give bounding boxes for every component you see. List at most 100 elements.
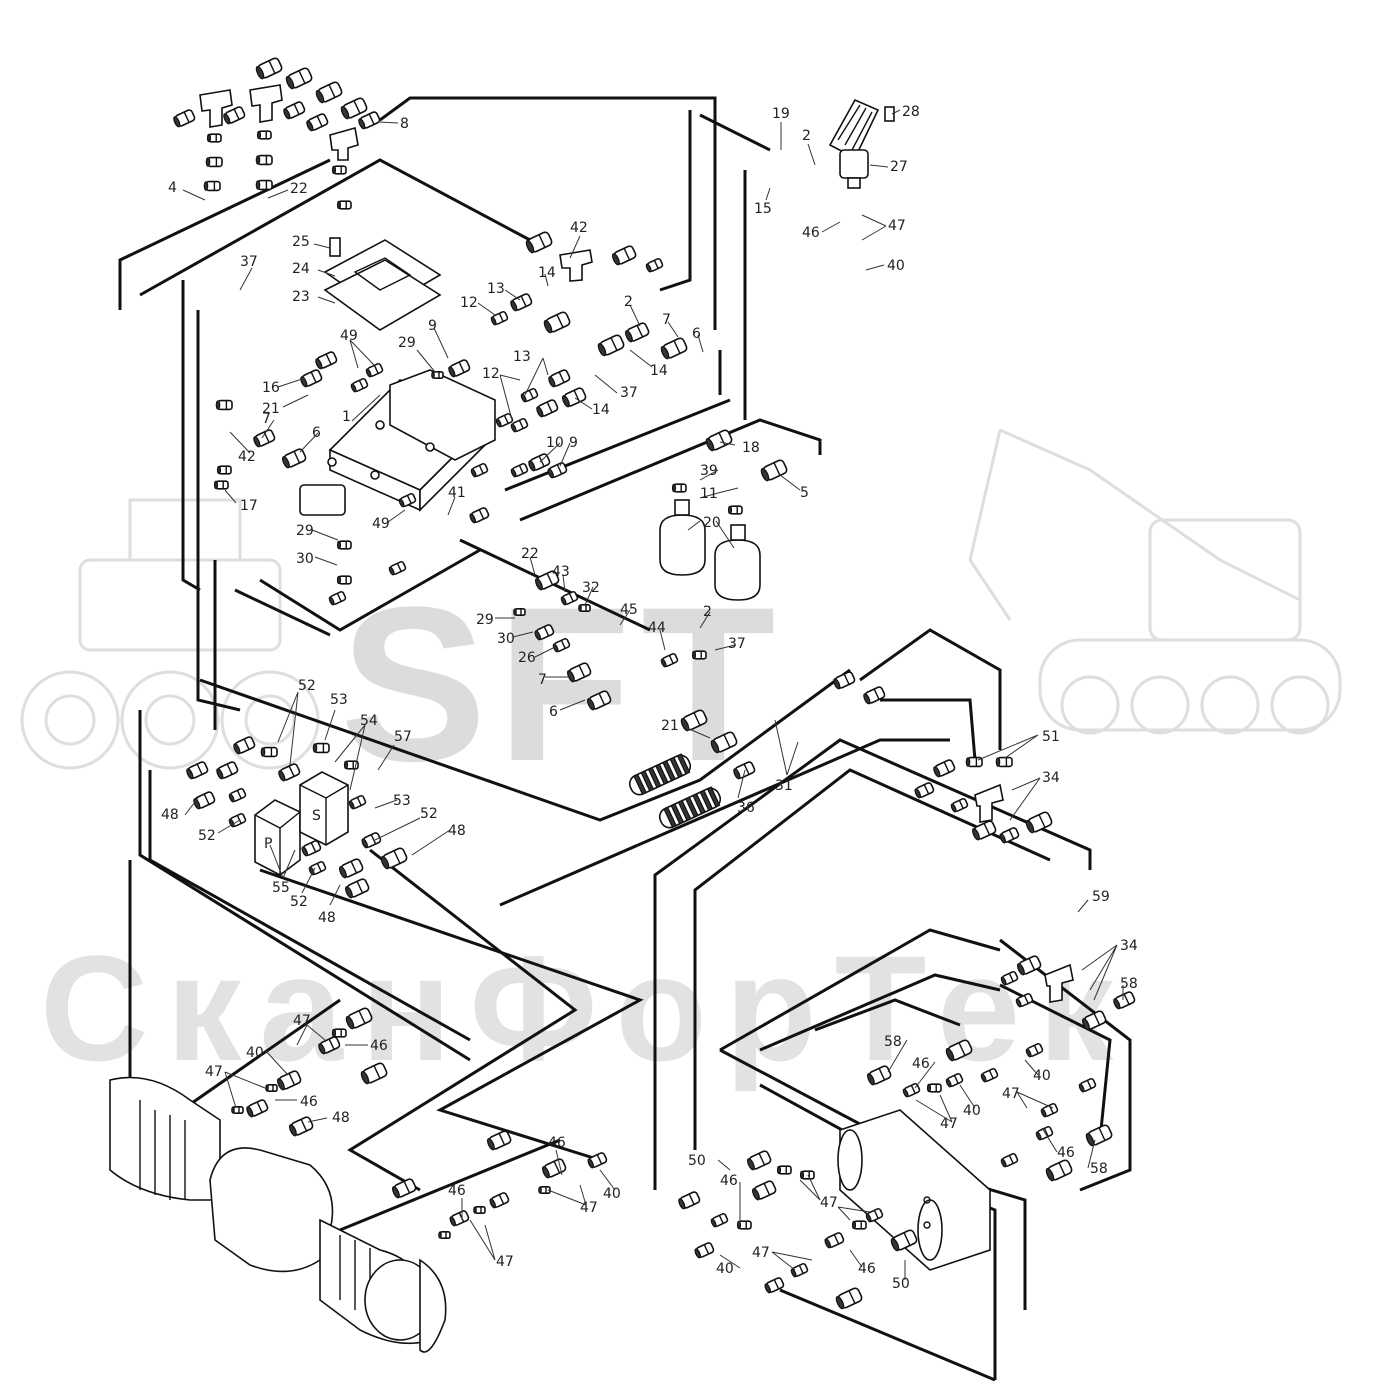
callout-48: 48 (161, 807, 179, 823)
fitting-78 (999, 827, 1020, 844)
fitting-28 (536, 399, 559, 418)
fitting-8 (358, 111, 381, 130)
callout-42: 42 (238, 449, 256, 465)
fitting-6 (283, 101, 306, 120)
fitting-42 (213, 480, 229, 490)
fitting-89 (343, 760, 359, 770)
tee-34-lower (1044, 963, 1074, 1003)
pipe-top-center (379, 96, 717, 330)
callout-31: 31 (775, 778, 793, 794)
fitting-75 (914, 782, 935, 799)
fitting-33 (350, 378, 369, 393)
callout-48: 48 (448, 823, 466, 839)
fitting-113 (1085, 1124, 1113, 1147)
callout-40: 40 (963, 1103, 981, 1119)
callout-28: 28 (902, 104, 920, 120)
fitting-116 (331, 1028, 347, 1038)
fitting-131 (473, 1205, 486, 1215)
fitting-3 (340, 97, 368, 120)
fitting-136 (678, 1191, 701, 1210)
callout-29: 29 (296, 523, 314, 539)
callout-54: 54 (360, 713, 378, 729)
fitting-103 (980, 1068, 999, 1083)
fitting-93 (308, 861, 327, 876)
pipe-right-side-58b (999, 983, 1112, 1141)
callout-46: 46 (858, 1261, 876, 1277)
callout-40: 40 (603, 1186, 621, 1202)
fitting-88 (312, 742, 330, 754)
callout-2: 2 (802, 128, 811, 144)
pipe-right-to-51b (880, 698, 977, 761)
fitting-59 (578, 603, 591, 613)
callout-26: 26 (518, 650, 536, 666)
axle-flange (419, 1258, 447, 1353)
pipe-right-frame-big-1 (653, 738, 1092, 1190)
fitting-68 (710, 731, 738, 754)
callout-34: 34 (1120, 938, 1138, 954)
pipe-left-long-diag-2 (347, 848, 578, 1192)
pipe-top-right (659, 110, 692, 292)
callout-47: 47 (888, 218, 906, 234)
pipe-right-frame-big-2 (693, 768, 1051, 1150)
callout-51: 51 (1042, 729, 1060, 745)
callout-46: 46 (1057, 1145, 1075, 1161)
callout-37: 37 (620, 385, 638, 401)
accumulators (659, 499, 761, 601)
block-p (254, 799, 301, 876)
fitting-29 (510, 418, 529, 433)
block-s-letter: S (312, 808, 321, 824)
fitting-11 (205, 156, 223, 168)
callout-6: 6 (549, 704, 558, 720)
callout-48: 48 (318, 910, 336, 926)
callout-11: 11 (700, 486, 718, 502)
pipe-right-side-58 (999, 938, 1132, 1192)
fitting-146 (835, 1287, 863, 1310)
fitting-24 (624, 322, 650, 343)
fitting-129 (449, 1210, 470, 1227)
pipe-top-left (118, 158, 331, 310)
callout-12: 12 (460, 295, 478, 311)
callout-46: 46 (300, 1094, 318, 1110)
callout-49: 49 (372, 516, 390, 532)
fitting-128 (391, 1178, 417, 1199)
fitting-21 (490, 311, 509, 326)
pipe-left-long-1 (181, 280, 201, 592)
watermark-excavator-right-icon (968, 428, 1342, 735)
fitting-141 (824, 1232, 845, 1249)
fitting-47 (705, 429, 733, 452)
fitting-77 (971, 820, 997, 841)
fitting-134 (776, 1165, 792, 1175)
callout-43: 43 (552, 564, 570, 580)
fitting-17 (525, 231, 553, 254)
fitting-40 (215, 399, 233, 411)
axle-differential (209, 1147, 334, 1273)
rear-cylinder-assembly (837, 1109, 991, 1271)
fitting-27 (561, 387, 587, 408)
callout-16: 16 (262, 380, 280, 396)
callout-53: 53 (393, 793, 411, 809)
callout-52: 52 (298, 678, 316, 694)
block-p-letter: P (264, 836, 272, 852)
fitting-15 (331, 165, 347, 175)
pipe-right-lower-1 (719, 928, 1001, 1052)
fitting-56 (328, 591, 347, 606)
callout-6: 6 (312, 425, 321, 441)
fitting-125 (541, 1158, 567, 1179)
pipe-left-long-diag (259, 868, 644, 1162)
callout-2: 2 (703, 604, 712, 620)
fitting-49 (671, 483, 687, 493)
fitting-79 (1025, 811, 1053, 834)
fitting-38 (253, 429, 276, 448)
pipe-left-frame-b (148, 770, 471, 1042)
tee-8 (329, 126, 359, 161)
callout-37: 37 (728, 636, 746, 652)
watermark-company-name: СканФорТек (40, 924, 1131, 1092)
callout-50: 50 (688, 1153, 706, 1169)
fitting-82 (278, 763, 301, 782)
fitting-54 (336, 575, 352, 585)
fitting-119 (276, 1070, 302, 1091)
fitting-145 (764, 1277, 785, 1294)
fitting-97 (1016, 955, 1042, 976)
callout-46: 46 (448, 1183, 466, 1199)
